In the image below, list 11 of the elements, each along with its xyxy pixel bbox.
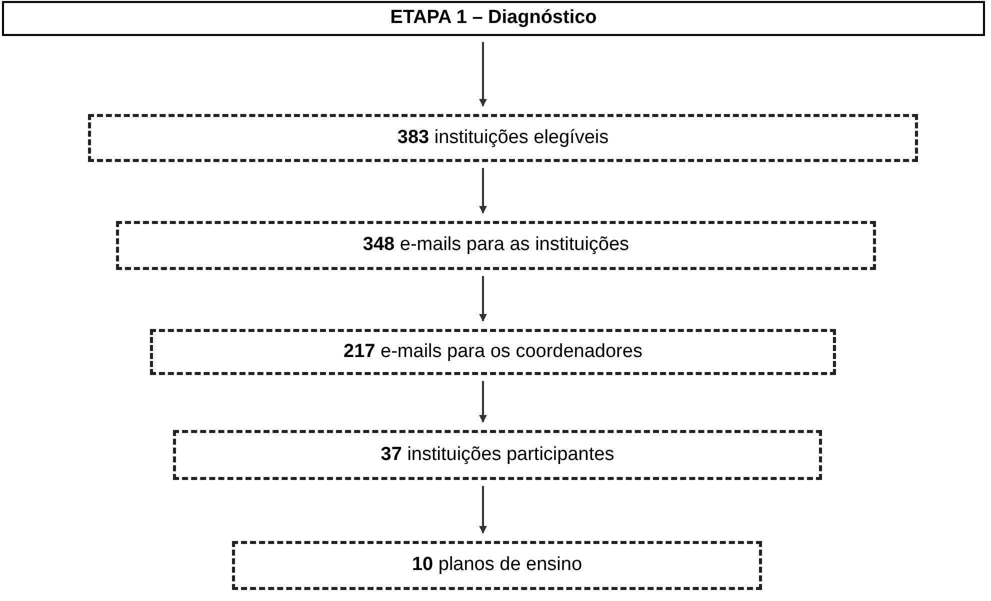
arrow — [479, 381, 487, 423]
arrow — [479, 276, 487, 322]
process-box: 37 instituições participantes — [173, 430, 822, 480]
arrow — [479, 168, 487, 214]
arrow — [479, 42, 487, 107]
process-box: 383 instituições elegíveis — [88, 114, 918, 162]
process-box: 348 e-mails para as instituições — [116, 221, 876, 270]
process-box: 217 e-mails para os coordenadores — [150, 329, 836, 375]
stage-header-box: ETAPA 1 – Diagnóstico — [2, 1, 985, 36]
arrow — [479, 486, 487, 534]
process-box: 10 planos de ensino — [232, 541, 762, 590]
